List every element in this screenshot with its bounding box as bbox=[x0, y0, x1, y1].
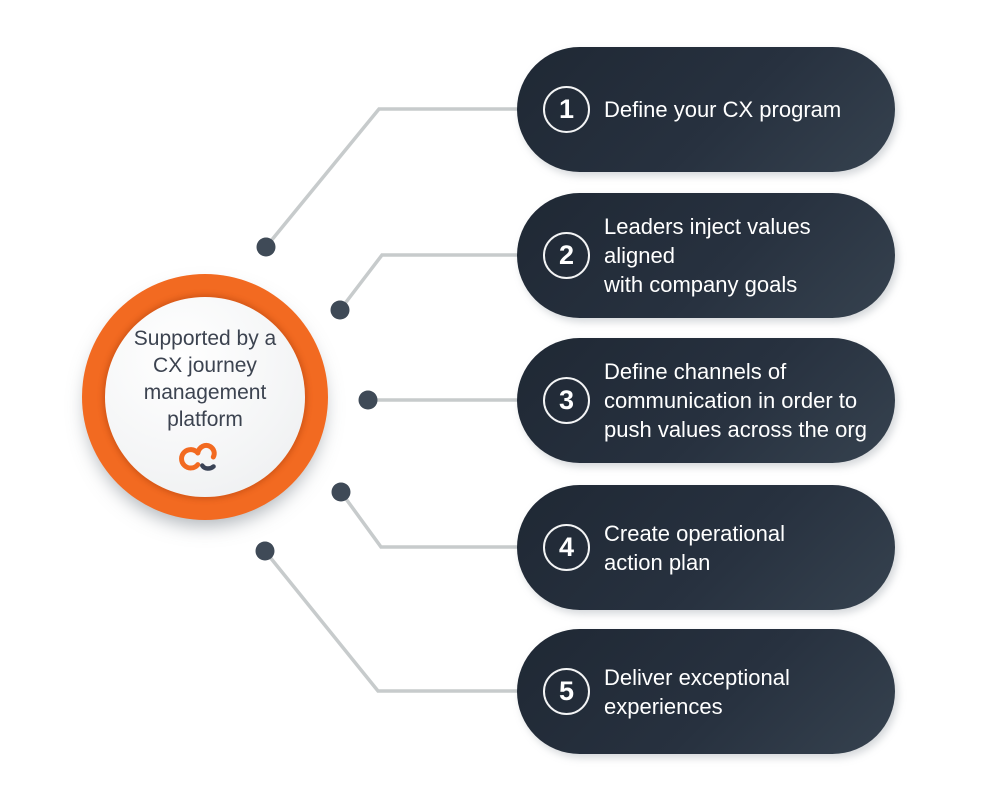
step-pill-5: 5 Deliver exceptional experiences bbox=[517, 629, 895, 754]
step-number-badge: 4 bbox=[543, 524, 590, 571]
step-pill-2: 2 Leaders inject values aligned with com… bbox=[517, 193, 895, 318]
step-pill-1: 1 Define your CX program bbox=[517, 47, 895, 172]
step-number-badge: 3 bbox=[543, 377, 590, 424]
connector-line-5 bbox=[263, 549, 520, 693]
step-label: Leaders inject values aligned with compa… bbox=[604, 214, 811, 297]
hub-circle: Supported by a CX journey management pla… bbox=[82, 274, 328, 520]
step-pill-4: 4 Create operational action plan bbox=[517, 485, 895, 610]
connector-dot-4 bbox=[331, 482, 351, 502]
step-number-badge: 5 bbox=[543, 668, 590, 715]
step-pill-3: 3 Define channels of communication in or… bbox=[517, 338, 895, 463]
hub-label: Supported by a CX journey management pla… bbox=[133, 327, 277, 431]
step-label: Define your CX program bbox=[604, 97, 842, 122]
hub-inner-circle: Supported by a CX journey management pla… bbox=[105, 297, 305, 497]
connector-line-2 bbox=[338, 253, 520, 312]
connector-dot-5 bbox=[255, 541, 275, 561]
step-number-badge: 2 bbox=[543, 232, 590, 279]
connector-line-1 bbox=[264, 107, 520, 249]
cc-logo-icon bbox=[179, 442, 217, 471]
step-label: Deliver exceptional experiences bbox=[604, 664, 790, 719]
step-label: Create operational action plan bbox=[604, 520, 786, 575]
connector-dot-2 bbox=[330, 300, 350, 320]
connector-dot-1 bbox=[256, 237, 276, 257]
connector-dot-3 bbox=[358, 390, 378, 410]
step-number-badge: 1 bbox=[543, 86, 590, 133]
step-label: Define channels of communication in orde… bbox=[604, 359, 867, 442]
connector-line-4 bbox=[339, 490, 520, 549]
